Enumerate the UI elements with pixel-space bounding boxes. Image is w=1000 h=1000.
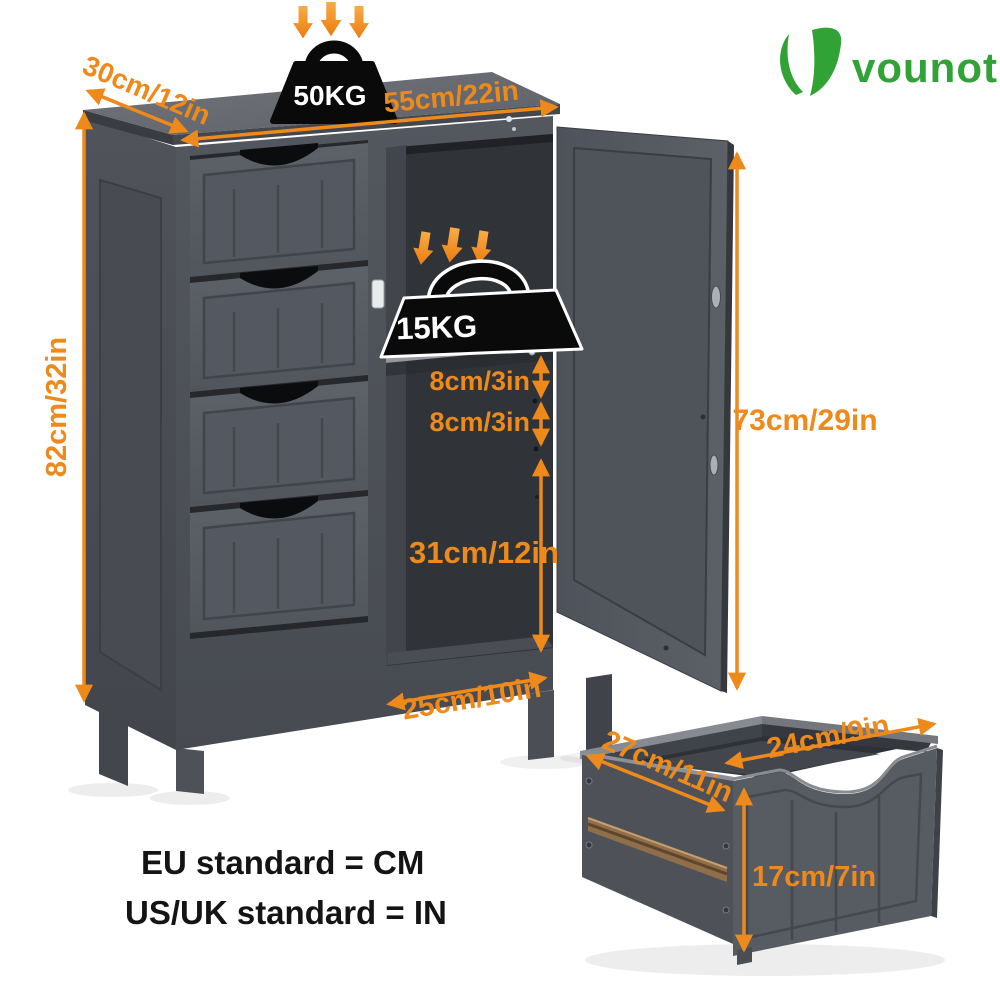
dimension-label: 31cm/12in (409, 535, 559, 570)
max-load-shelf-badge: 15KG (379, 226, 584, 359)
max-load-top-badge: 50KG (270, 2, 398, 124)
dimension-line (724, 717, 937, 770)
vounot-logo: vounot (780, 27, 998, 96)
drawer-handle-cutout (240, 266, 318, 289)
dimension-label: 82cm/32in (41, 337, 73, 477)
dimension-door-height: 73cm/29in (727, 151, 878, 691)
drawer-handle-cutout (240, 143, 318, 166)
us-uk-standard-note: US/UK standard = IN (125, 894, 447, 931)
standards-note: EU standard = CM US/UK standard = IN (125, 844, 447, 931)
drawer-1 (190, 143, 368, 277)
cabinet-left-side-panel (85, 118, 176, 750)
weight-15kg-icon (379, 259, 584, 359)
dimension-line (85, 88, 189, 134)
drawer-3 (190, 381, 368, 507)
drawer-2 (190, 266, 368, 392)
dimension-label: 8cm/3in (429, 366, 530, 396)
dimension-compartment-height: 31cm/12in (409, 458, 559, 653)
dimension-height: 82cm/32in (41, 111, 94, 703)
brand-name: vounot (852, 44, 998, 91)
dimension-shelf-spacing-lower: 8cm/3in (429, 401, 551, 447)
dimension-label: 17cm/7in (752, 861, 876, 893)
vounot-leaf-icon (780, 27, 842, 96)
dimension-label: 8cm/3in (429, 407, 530, 437)
dimension-line (180, 99, 559, 148)
dimension-line (585, 753, 726, 813)
dimension-drawer-height: 17cm/7in (734, 787, 876, 953)
top-load-label: 50KG (293, 80, 366, 111)
door-catch (371, 279, 385, 309)
eu-standard-note: EU standard = CM (141, 844, 424, 881)
drawer-handle-cutout (240, 381, 318, 404)
open-compartment (371, 134, 568, 666)
drawer-stack (190, 140, 368, 639)
open-door (556, 126, 734, 693)
drawer-front-panel (722, 744, 943, 965)
floor-shadows (68, 752, 640, 805)
down-arrows-icon (293, 2, 369, 39)
drawer-4 (190, 496, 368, 633)
door-magnet-plate (711, 285, 721, 309)
dimension-label: 73cm/29in (732, 404, 877, 437)
dimension-shelf-spacing-upper: 8cm/3in (429, 355, 551, 399)
cabinet (68, 72, 734, 805)
drawer-handle-cutout (240, 496, 318, 519)
shelf-load-label: 15KG (396, 309, 478, 347)
door-magnet-plate (709, 454, 719, 476)
dimension-line (386, 671, 548, 711)
